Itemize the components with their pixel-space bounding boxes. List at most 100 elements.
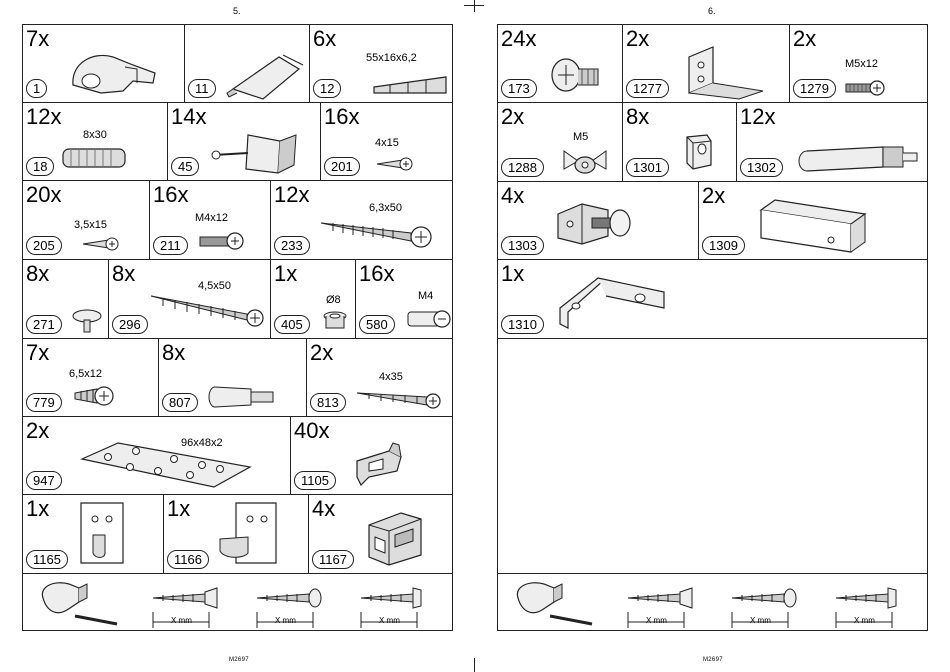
long-wood-screw-icon <box>150 295 264 327</box>
wing-nut-icon <box>563 150 607 174</box>
screw-legend-row: X mm X mm X mm <box>23 574 452 632</box>
part-quantity: 1x <box>501 261 525 286</box>
part-dimension: 4x15 <box>375 137 399 149</box>
part-id: 947 <box>26 471 62 490</box>
part-quantity: 7x <box>26 340 50 365</box>
part-dimension: 4,5x50 <box>198 280 232 292</box>
hanging-bracket-icon <box>80 502 124 564</box>
part-quantity: 14x <box>171 104 207 129</box>
mending-plate-icon <box>80 442 252 488</box>
part-quantity: 4x <box>312 496 336 521</box>
screw-length-label: X mm <box>750 616 771 625</box>
part-cell-1165: 1x 1165 <box>23 495 164 573</box>
part-quantity: 40x <box>294 418 330 443</box>
part-id: 1288 <box>501 158 544 177</box>
part-id: 1277 <box>626 79 669 98</box>
footer-code-right: M2697 <box>703 657 723 663</box>
part-dimension: M5x12 <box>845 58 879 70</box>
countersunk-screw-icon <box>152 587 218 609</box>
part-quantity: 24x <box>501 26 537 51</box>
part-dimension: M4x12 <box>195 212 229 224</box>
screw-legend-row: X mm X mm X mm <box>498 574 927 632</box>
part-dimension: M5 <box>573 131 589 143</box>
part-id: 1303 <box>501 236 544 255</box>
part-id: 1302 <box>740 158 783 177</box>
empty-area <box>498 339 927 574</box>
part-quantity: 16x <box>153 182 189 207</box>
part-id: 1279 <box>793 79 836 98</box>
glue-tube-icon <box>226 54 304 100</box>
corner-bracket-icon <box>211 134 297 174</box>
part-cell-947: 2x 96x48x2 947 <box>23 417 291 494</box>
parts-page-left: 7x 1 11 6x 55x16x6,2 12 <box>22 24 453 631</box>
page-number-right: 6. <box>708 6 716 16</box>
hanging-bracket-icon <box>219 502 277 564</box>
part-cell-807: 8x 807 <box>159 339 307 416</box>
part-cell-233: 12x 6,3x50 233 <box>271 181 454 259</box>
plastic-bushing-icon <box>323 311 347 329</box>
parts-page-right: 24x 173 2x 1277 2x M5x12 1279 <box>497 24 928 631</box>
parts-row: 7x 1 11 6x 55x16x6,2 12 <box>23 25 452 103</box>
parts-row: 20x 3,5x15 205 16x M4x12 211 12x 6,3x50 … <box>23 181 452 260</box>
part-id: 1 <box>26 79 48 98</box>
l-bracket-icon <box>559 277 665 329</box>
part-cell-205: 20x 3,5x15 205 <box>23 181 150 259</box>
part-quantity: 7x <box>26 26 50 51</box>
cam-lock-icon <box>72 54 156 94</box>
page-number-left: 5. <box>233 6 241 16</box>
part-id: 1301 <box>626 158 669 177</box>
part-id: 807 <box>162 393 198 412</box>
crop-mark-top-h <box>464 5 484 6</box>
part-cell-173: 24x 173 <box>498 25 623 102</box>
screw-length-label: X mm <box>646 616 667 625</box>
pan-head-screw-icon <box>360 587 422 609</box>
part-cell-1288: 2x M5 1288 <box>498 103 623 181</box>
part-cell-1277: 2x 1277 <box>623 25 790 102</box>
screw-length-label: X mm <box>171 616 192 625</box>
part-quantity: 16x <box>359 261 395 286</box>
part-quantity: 20x <box>26 182 62 207</box>
parts-row: 8x 271 8x 4,5x50 296 1x Ø8 405 <box>23 260 452 339</box>
part-id: 201 <box>324 157 360 176</box>
part-id: 18 <box>26 157 55 176</box>
part-cell-201: 16x 4x15 201 <box>321 103 454 180</box>
part-quantity: 16x <box>324 104 360 129</box>
part-quantity: 12x <box>274 182 310 207</box>
connector-pin-icon <box>208 386 274 408</box>
parts-row: 1x 1310 <box>498 260 927 339</box>
part-cell-296: 8x 4,5x50 296 <box>109 260 271 338</box>
part-dimension: Ø8 <box>326 294 341 306</box>
part-cell-11: 11 <box>185 25 310 102</box>
part-cell-1279: 2x M5x12 1279 <box>790 25 929 102</box>
part-dimension: 96x48x2 <box>181 437 223 449</box>
part-dimension: 6,5x12 <box>69 368 103 380</box>
dimension-lines <box>627 612 893 628</box>
part-cell-18: 12x 8x30 18 <box>23 103 168 180</box>
part-id: 1165 <box>26 550 68 569</box>
part-id: 580 <box>359 315 395 334</box>
part-quantity: 12x <box>740 104 776 129</box>
screw-length-label: X mm <box>379 616 400 625</box>
hanger-with-screw-icon <box>41 582 118 626</box>
part-quantity: 8x <box>162 340 186 365</box>
shelf-support-icon <box>686 134 712 170</box>
part-id: 205 <box>26 236 62 255</box>
small-screw-icon <box>376 157 413 171</box>
part-quantity: 8x <box>626 104 650 129</box>
part-quantity: 2x <box>26 418 50 443</box>
small-screw-icon <box>82 237 119 251</box>
hanger-with-screw-icon <box>516 582 593 626</box>
part-id: 1310 <box>501 315 544 334</box>
part-id: 296 <box>112 315 148 334</box>
part-cell-1303: 4x 1303 <box>498 182 699 259</box>
part-quantity: 2x <box>793 26 817 51</box>
connector-bolt-icon <box>798 146 918 172</box>
part-id: 233 <box>274 236 310 255</box>
screw-length-label: X mm <box>275 616 296 625</box>
part-cell-779: 7x 6,5x12 779 <box>23 339 159 416</box>
footer-code-left: M2697 <box>229 657 249 663</box>
part-quantity: 2x <box>702 183 726 208</box>
metal-rail-icon <box>759 199 867 253</box>
part-id: 1105 <box>294 471 336 490</box>
countersunk-screw-icon <box>627 587 693 609</box>
